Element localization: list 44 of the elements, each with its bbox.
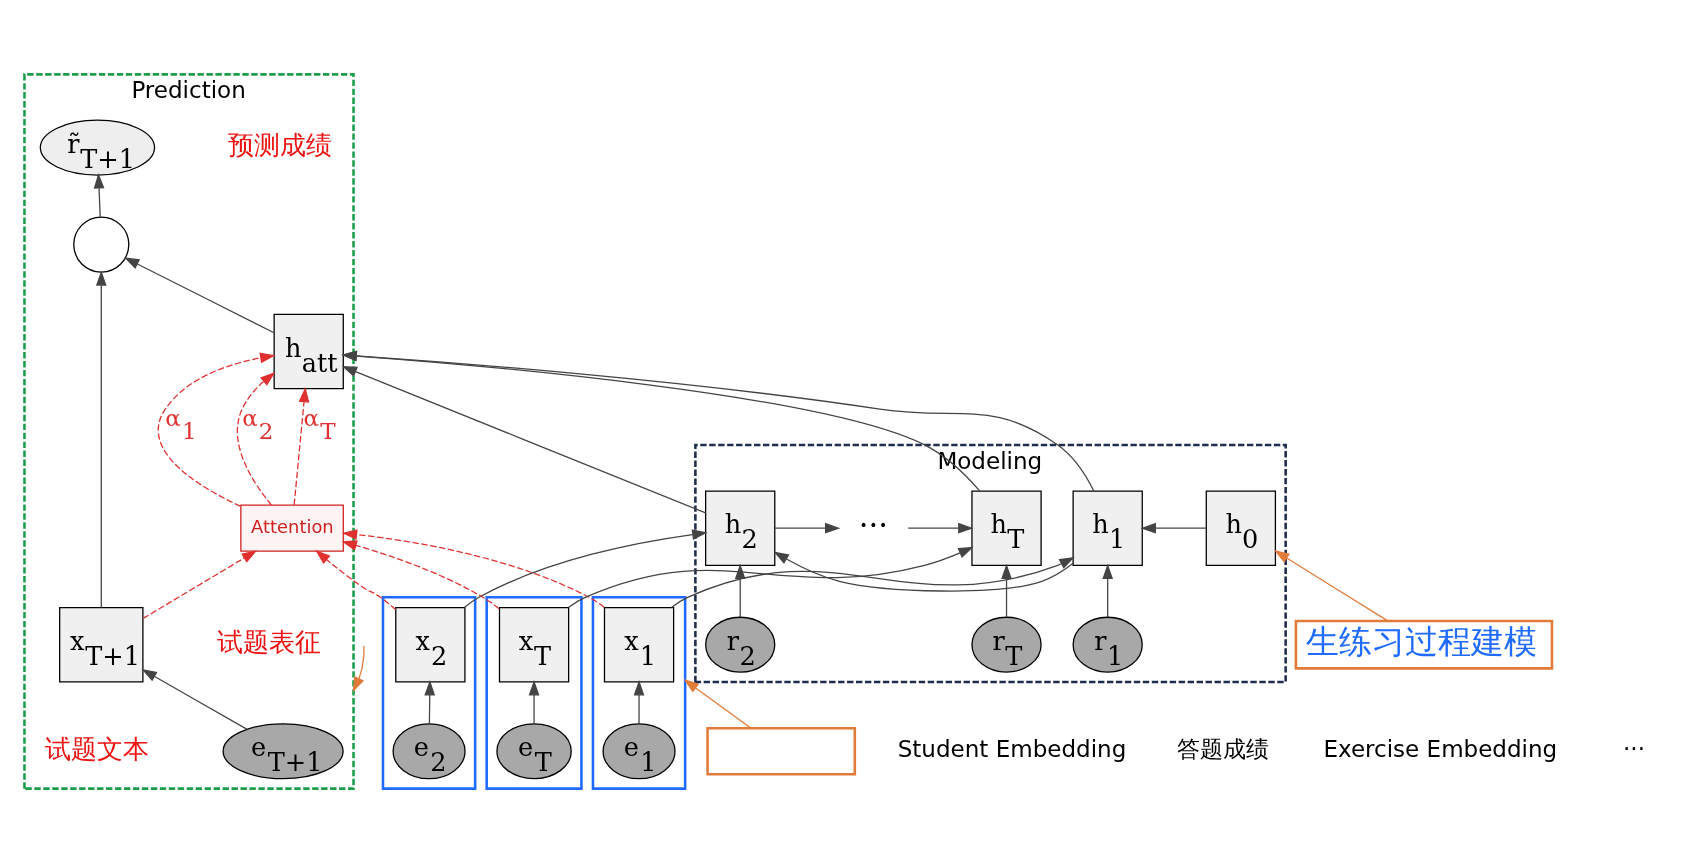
arrow [683,679,752,729]
arrow [773,551,1074,592]
cluster [485,596,583,790]
arrow [341,529,605,608]
arrow [341,540,500,610]
label: Exercise Embedding [1323,735,1558,762]
node-box [706,726,857,776]
arrow [124,257,275,334]
arrow [567,546,974,609]
node-label: 试题文本 [44,733,149,764]
arrow [341,366,707,514]
arrow [633,680,645,725]
node-label: 预测成绩 [228,130,333,161]
arrow [463,529,708,608]
arrow [1140,522,1207,534]
label: ··· [1623,735,1646,762]
cluster [381,596,477,790]
label: Student Embedding [897,735,1127,762]
arrow [157,352,276,507]
arrow [341,350,981,492]
arrow [670,556,1075,609]
cluster [591,596,687,790]
node-box: 生练习过程建模 [1294,619,1554,670]
arrow [93,173,105,218]
arrow [236,371,276,506]
arrow [352,645,365,693]
arrow [1001,563,1012,618]
arrow [141,668,248,731]
arrow [1102,563,1114,618]
node-text: ··· [858,507,888,544]
label: 答题成绩 [1177,735,1270,762]
arrow [424,680,436,725]
arrow [293,386,310,506]
arrow [907,522,974,534]
arrow [774,522,841,534]
arrow [315,550,397,611]
node-label: 试题表征 [216,627,321,658]
arrow [528,680,540,725]
node-box: Attention [240,504,344,552]
node-circle [73,216,130,273]
arrow [95,270,107,609]
arrow [341,350,1095,492]
arrow [1274,550,1389,622]
arrow [142,550,258,620]
